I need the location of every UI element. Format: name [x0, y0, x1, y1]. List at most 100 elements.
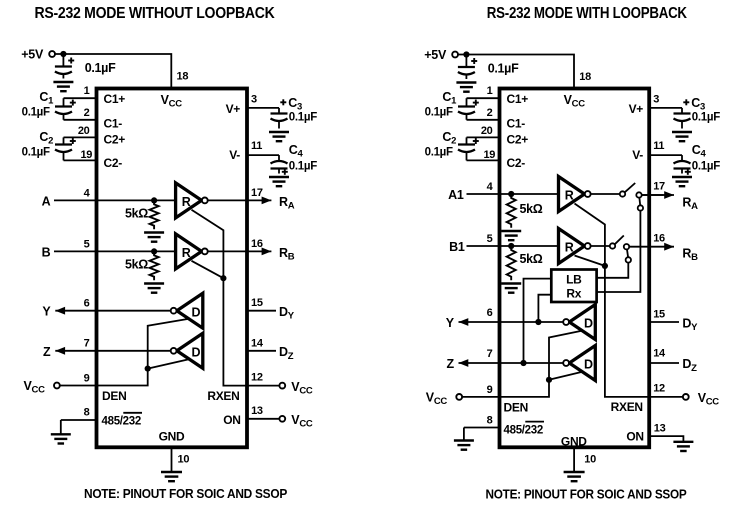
svg-text:5kΩ: 5kΩ: [125, 206, 148, 220]
svg-text:NOTE: PINOUT FOR SOIC AND SSOP: NOTE: PINOUT FOR SOIC AND SSOP: [486, 486, 688, 501]
svg-text:C1-: C1-: [104, 116, 123, 130]
svg-text:18: 18: [177, 71, 189, 83]
svg-text:5kΩ: 5kΩ: [520, 252, 543, 266]
svg-text:C2+: C2+: [507, 132, 529, 146]
svg-text:1: 1: [84, 85, 90, 97]
svg-text:3: 3: [251, 94, 257, 106]
svg-text:C3: C3: [691, 96, 705, 113]
svg-text:DY: DY: [682, 316, 698, 333]
svg-text:GND: GND: [561, 434, 587, 448]
svg-text:6: 6: [487, 307, 493, 319]
svg-text:R: R: [182, 195, 191, 209]
svg-text:16: 16: [653, 233, 665, 245]
svg-text:14: 14: [251, 337, 264, 349]
svg-text:0.1µF: 0.1µF: [289, 111, 317, 123]
svg-text:17: 17: [251, 187, 263, 199]
svg-text:485/232: 485/232: [102, 416, 141, 428]
svg-text:DZ: DZ: [682, 357, 697, 374]
svg-text:V-: V-: [229, 148, 240, 162]
svg-text:RA: RA: [279, 195, 295, 212]
svg-text:9: 9: [84, 373, 90, 385]
svg-text:VCC: VCC: [291, 413, 313, 430]
svg-text:5: 5: [84, 238, 90, 250]
svg-text:10: 10: [178, 454, 190, 466]
svg-text:DEN: DEN: [102, 389, 126, 403]
svg-text:13: 13: [654, 423, 666, 435]
svg-text:Y: Y: [42, 305, 51, 319]
svg-text:DEN: DEN: [504, 401, 528, 415]
svg-text:18: 18: [579, 71, 591, 83]
svg-text:D: D: [584, 317, 593, 331]
svg-text:ON: ON: [626, 429, 643, 443]
svg-text:4: 4: [84, 187, 91, 199]
svg-text:A1: A1: [448, 188, 464, 202]
svg-text:C1-: C1-: [507, 116, 526, 130]
svg-text:0.1µF: 0.1µF: [692, 160, 720, 172]
svg-text:RS-232 MODE WITH LOOPBACK: RS-232 MODE WITH LOOPBACK: [487, 5, 688, 22]
svg-text:15: 15: [653, 309, 665, 321]
svg-text:V-: V-: [632, 148, 643, 162]
svg-text:13: 13: [251, 405, 263, 417]
svg-text:A: A: [42, 194, 51, 208]
svg-text:3: 3: [653, 94, 659, 106]
svg-text:15: 15: [251, 297, 263, 309]
svg-text:19: 19: [483, 149, 495, 161]
svg-text:C1+: C1+: [507, 92, 529, 106]
svg-text:20: 20: [78, 125, 90, 137]
svg-text:GND: GND: [159, 430, 185, 444]
svg-text:19: 19: [80, 149, 92, 161]
svg-text:DZ: DZ: [279, 345, 294, 362]
svg-text:ON: ON: [223, 413, 240, 427]
svg-text:LB: LB: [566, 273, 582, 287]
svg-text:VCC: VCC: [291, 380, 313, 397]
svg-text:C4: C4: [289, 143, 304, 160]
svg-text:7: 7: [487, 348, 493, 360]
svg-text:+5V: +5V: [424, 48, 447, 62]
svg-text:C2: C2: [39, 130, 53, 147]
svg-text:0.1µF: 0.1µF: [22, 107, 50, 119]
svg-text:11: 11: [653, 140, 664, 152]
svg-text:C3: C3: [288, 96, 302, 113]
svg-text:2: 2: [487, 107, 493, 119]
svg-text:8: 8: [487, 414, 493, 426]
svg-text:5: 5: [487, 233, 493, 245]
svg-text:RXEN: RXEN: [611, 400, 643, 414]
svg-text:5kΩ: 5kΩ: [125, 258, 148, 272]
svg-text:D: D: [192, 305, 201, 319]
svg-text:0.1µF: 0.1µF: [488, 61, 519, 75]
svg-text:C2-: C2-: [104, 156, 123, 170]
svg-text:VCC: VCC: [564, 93, 586, 110]
svg-text:12: 12: [653, 383, 665, 395]
svg-text:11: 11: [251, 140, 262, 152]
svg-text:9: 9: [487, 384, 493, 396]
svg-text:RA: RA: [682, 195, 698, 212]
svg-text:20: 20: [481, 125, 493, 137]
svg-text:RB: RB: [682, 247, 698, 264]
svg-text:0.1µF: 0.1µF: [85, 61, 116, 75]
svg-text:14: 14: [653, 347, 666, 359]
svg-text:VCC: VCC: [426, 391, 448, 408]
svg-text:16: 16: [251, 238, 263, 250]
svg-text:C1: C1: [442, 90, 457, 107]
svg-text:C4: C4: [692, 143, 707, 160]
svg-text:10: 10: [584, 454, 596, 466]
svg-text:0.1µF: 0.1µF: [425, 146, 453, 158]
svg-text:VCC: VCC: [24, 379, 46, 396]
svg-text:RS-232 MODE WITHOUT LOOPBACK: RS-232 MODE WITHOUT LOOPBACK: [35, 5, 276, 22]
svg-text:C2+: C2+: [104, 132, 126, 146]
svg-text:17: 17: [653, 181, 665, 193]
svg-text:R: R: [565, 189, 574, 203]
svg-text:R: R: [565, 241, 574, 255]
svg-text:6: 6: [84, 298, 90, 310]
svg-text:R: R: [182, 246, 191, 260]
svg-text:VCC: VCC: [161, 93, 183, 110]
svg-text:0.1µF: 0.1µF: [22, 146, 50, 158]
svg-text:0.1µF: 0.1µF: [425, 107, 453, 119]
svg-text:+5V: +5V: [21, 47, 44, 61]
svg-text:5kΩ: 5kΩ: [520, 202, 543, 216]
svg-text:C2: C2: [442, 130, 456, 147]
svg-text:Y: Y: [446, 316, 455, 330]
svg-text:0.1µF: 0.1µF: [289, 160, 317, 172]
svg-text:Z: Z: [446, 357, 454, 371]
svg-text:485/232: 485/232: [504, 424, 543, 436]
